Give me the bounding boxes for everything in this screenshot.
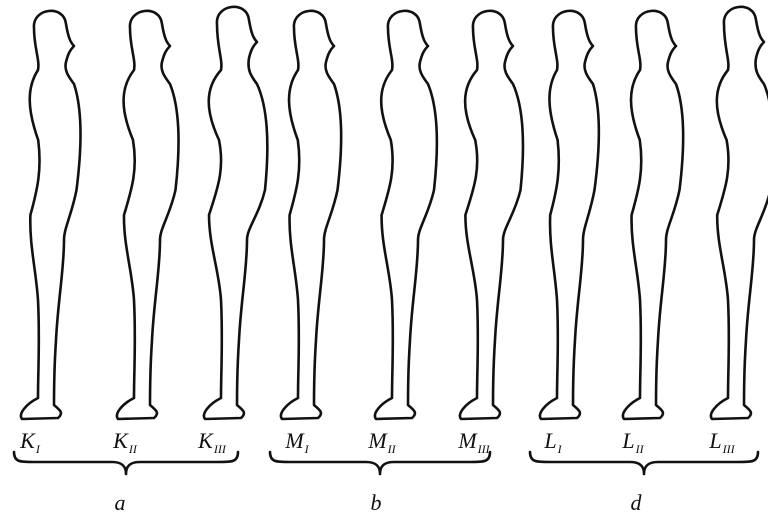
label-k-ii: KII xyxy=(113,430,137,455)
group-label-d: d xyxy=(631,492,642,514)
label-l-ii: LII xyxy=(622,430,643,455)
label-l-iii: LIII xyxy=(709,430,734,455)
silhouette-l-iii xyxy=(711,7,768,419)
silhouette-m-iii xyxy=(460,11,523,419)
label-m-i: MI xyxy=(285,430,308,455)
label-k-iii: KIII xyxy=(198,430,226,455)
silhouette-k-iii xyxy=(204,7,267,419)
label-k-i: KI xyxy=(20,430,40,455)
silhouette-m-i xyxy=(281,11,341,419)
silhouette-l-ii xyxy=(623,11,683,419)
group-label-b: b xyxy=(371,492,382,514)
silhouette-k-ii xyxy=(117,11,179,419)
silhouette-k-i xyxy=(21,11,80,419)
label-m-ii: MII xyxy=(368,430,395,455)
brace-group-b xyxy=(270,452,490,474)
group-label-a: a xyxy=(115,492,126,514)
silhouette-m-ii xyxy=(375,11,437,419)
label-m-iii: MIII xyxy=(458,430,489,455)
label-l-i: LI xyxy=(544,430,561,455)
brace-group-a xyxy=(14,452,238,474)
silhouette-l-i xyxy=(540,11,599,419)
